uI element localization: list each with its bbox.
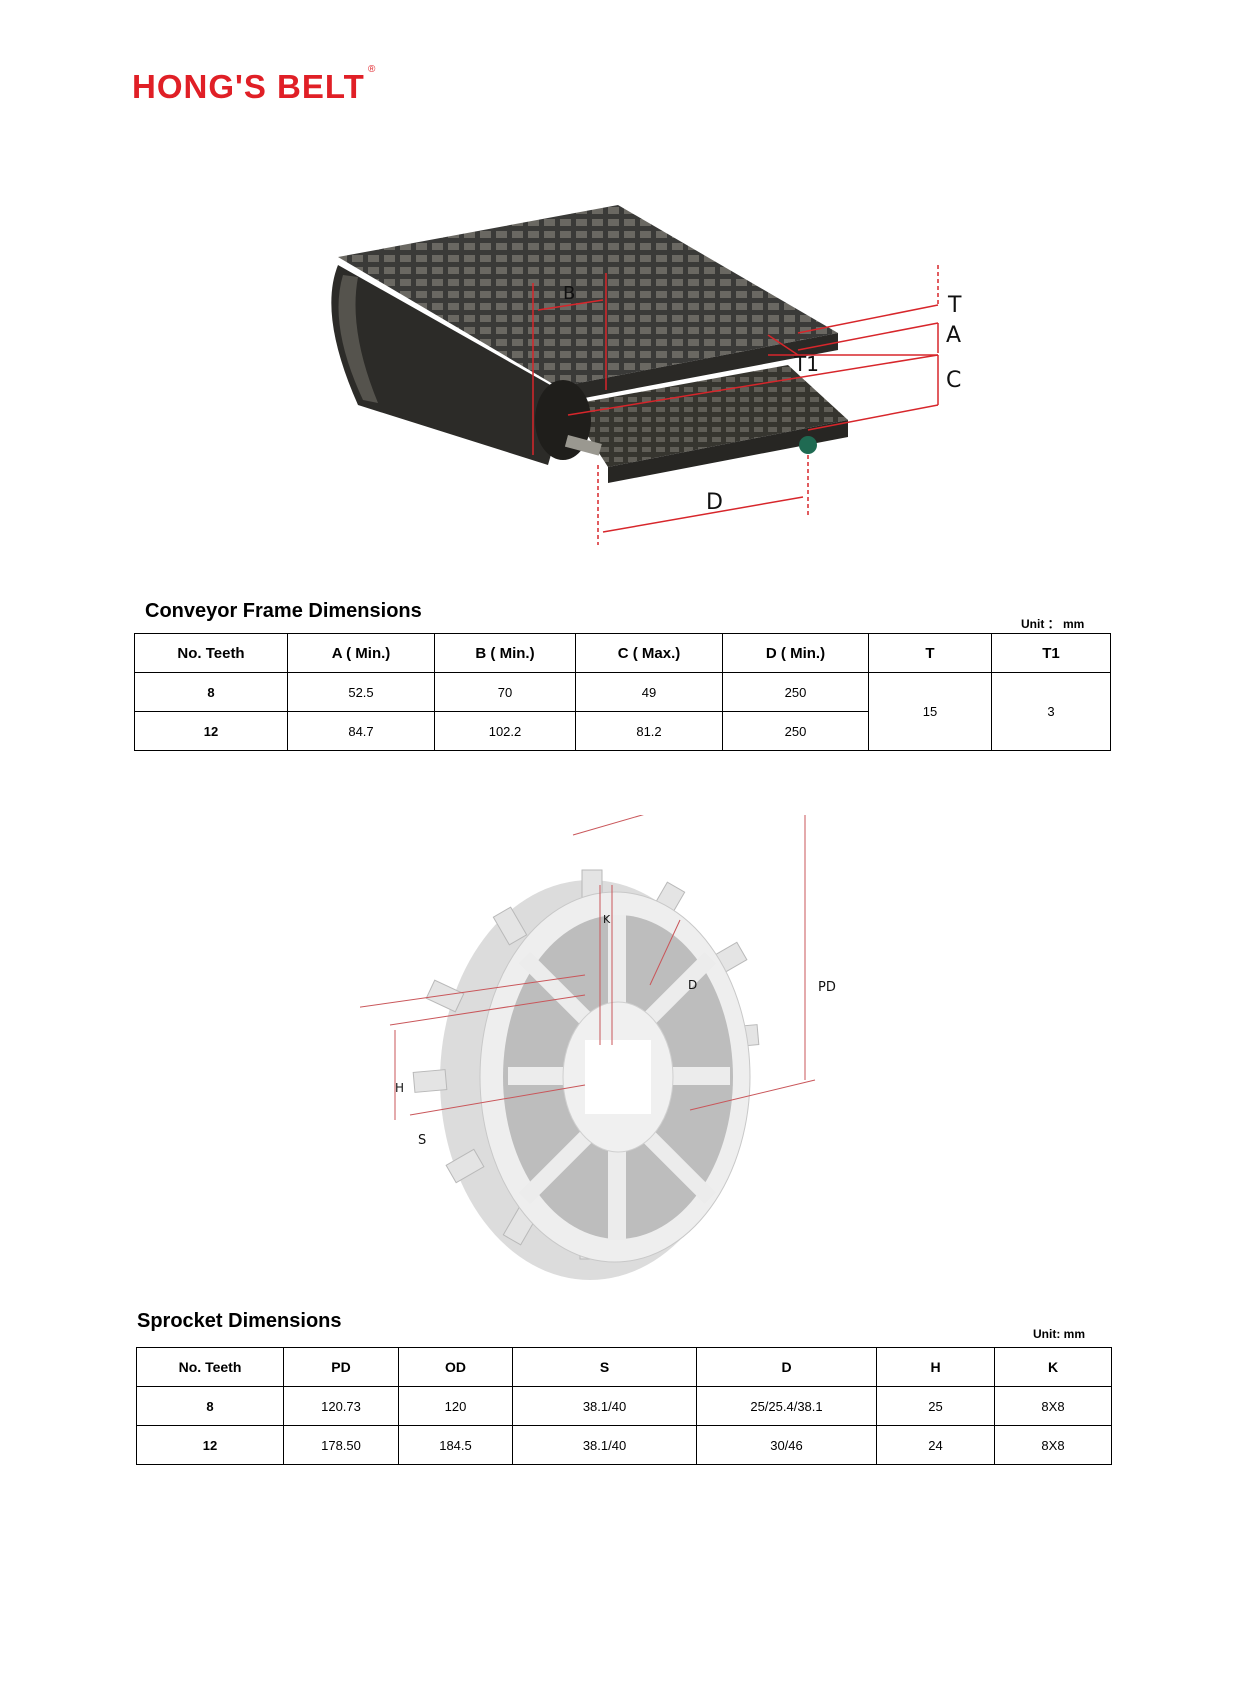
table-cell: 12 [136, 1425, 284, 1465]
brand-name: HONG'S BELT [132, 68, 365, 105]
table-row: 12 84.7 102.2 81.2 250 [134, 711, 1111, 751]
col-header: D [696, 1347, 877, 1387]
table-cell: 120.73 [283, 1386, 399, 1426]
label-b: B [563, 283, 576, 304]
table-cell: 25/25.4/38.1 [696, 1386, 877, 1426]
table-cell: 52.5 [287, 672, 435, 712]
col-header: PD [283, 1347, 399, 1387]
sprocket-drawing [339, 764, 816, 1280]
conveyor-belt-figure: B T A T1 C D [318, 205, 1038, 585]
table-cell: 120 [398, 1386, 513, 1426]
table-cell: 250 [722, 711, 869, 751]
table-cell: 30/46 [696, 1425, 877, 1465]
label-k: K [603, 913, 611, 926]
table-row: 8 120.73 120 38.1/40 25/25.4/38.1 25 8X8 [136, 1386, 1112, 1426]
table-cell: 8X8 [994, 1386, 1112, 1426]
col-header: T1 [991, 633, 1111, 673]
col-header: A ( Min.) [287, 633, 435, 673]
conveyor-belt-drawing [331, 205, 939, 545]
col-header: T [868, 633, 992, 673]
col-header: C ( Max.) [575, 633, 723, 673]
table-cell-t: 15 [868, 672, 992, 751]
table-cell-t1: 3 [991, 672, 1111, 751]
registered-mark: ® [368, 64, 376, 75]
table-cell: 70 [434, 672, 576, 712]
col-header: H [876, 1347, 995, 1387]
frame-table-unit: Unit ： mm [1021, 617, 1085, 631]
label-pd: PD [818, 980, 836, 995]
label-t: T [948, 293, 962, 318]
label-t1: T1 [794, 352, 819, 376]
col-header: S [512, 1347, 697, 1387]
label-s: S [418, 1133, 427, 1148]
table-cell: 178.50 [283, 1425, 399, 1465]
sprocket-table-unit: Unit: mm [1033, 1327, 1085, 1341]
table-cell: 81.2 [575, 711, 723, 751]
table-cell: 12 [134, 711, 288, 751]
table-header-row: No. Teeth A ( Min.) B ( Min.) C ( Max.) … [134, 633, 1111, 673]
table-row: 8 52.5 70 49 250 15 3 [134, 672, 1111, 751]
sprocket-dimensions-table: No. Teeth PD OD S D H K 8 120.73 120 38.… [136, 1347, 1112, 1465]
sprocket-table-title: Sprocket Dimensions [137, 1310, 342, 1332]
label-h: H [395, 1081, 405, 1095]
table-row: 12 178.50 184.5 38.1/40 30/46 24 8X8 [136, 1425, 1112, 1465]
sprocket-figure: K D PD H S [339, 764, 920, 1285]
col-header: K [994, 1347, 1112, 1387]
table-cell: 8 [134, 672, 288, 712]
frame-table-title: Conveyor Frame Dimensions [145, 600, 422, 622]
brand-logo: HONG'S BELT ® [132, 64, 375, 105]
table-cell: 38.1/40 [512, 1386, 697, 1426]
table-cell: 8 [136, 1386, 284, 1426]
col-header: B ( Min.) [434, 633, 576, 673]
table-cell: 8X8 [994, 1425, 1112, 1465]
table-header-row: No. Teeth PD OD S D H K [136, 1347, 1112, 1387]
table-cell: 102.2 [434, 711, 576, 751]
frame-dimensions-table: No. Teeth A ( Min.) B ( Min.) C ( Max.) … [134, 633, 1111, 751]
table-cell: 184.5 [398, 1425, 513, 1465]
label-d: D [706, 490, 723, 515]
table-cell: 25 [876, 1386, 995, 1426]
label-c: C [946, 368, 962, 393]
col-header: No. Teeth [136, 1347, 284, 1387]
label-d-bore: D [688, 978, 698, 992]
table-cell: 250 [722, 672, 869, 712]
col-header: D ( Min.) [722, 633, 869, 673]
table-cell: 38.1/40 [512, 1425, 697, 1465]
label-a: A [946, 323, 962, 348]
col-header: OD [398, 1347, 513, 1387]
table-cell: 24 [876, 1425, 995, 1465]
table-cell: 49 [575, 672, 723, 712]
table-cell: 84.7 [287, 711, 435, 751]
col-header: No. Teeth [134, 633, 288, 673]
